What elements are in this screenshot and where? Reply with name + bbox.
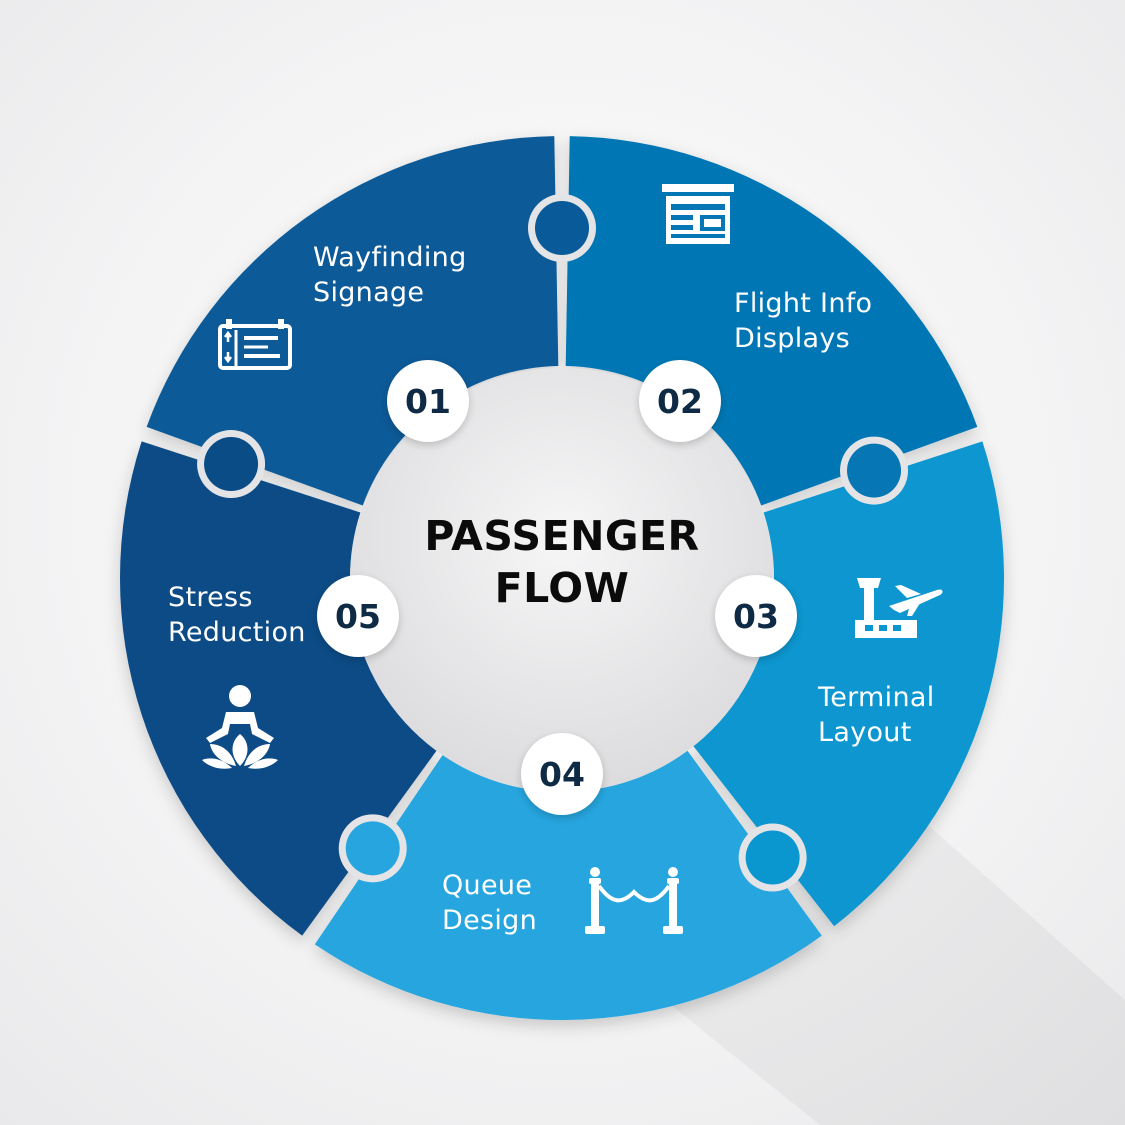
badge-02: 02 xyxy=(639,360,721,442)
label-line: Design xyxy=(442,905,538,936)
ring-long-shadow xyxy=(640,800,1125,1125)
label-terminal-layout: Terminal Layout xyxy=(818,680,935,750)
label-queue-design: Queue Design xyxy=(442,868,537,938)
puzzle-tab-knob xyxy=(745,830,800,885)
label-line: Flight Info xyxy=(734,288,873,319)
ring-segment-03 xyxy=(692,441,1005,927)
center-hub xyxy=(350,368,774,792)
label-line: Reduction xyxy=(168,617,306,648)
label-wayfinding-signage: Wayfinding Signage xyxy=(313,240,467,310)
label-line: Stress xyxy=(168,582,253,613)
queue-barrier-icon xyxy=(585,867,683,934)
label-line: Layout xyxy=(818,717,912,748)
ring-segment-01 xyxy=(146,136,559,506)
label-flight-info-displays: Flight Info Displays xyxy=(734,286,872,356)
center-title-line2: FLOW xyxy=(494,564,630,612)
badge-01: 01 xyxy=(387,360,469,442)
label-line: Queue xyxy=(442,870,533,901)
ring-segment-05 xyxy=(119,441,438,936)
badge-05: 05 xyxy=(317,575,399,657)
label-line: Terminal xyxy=(818,682,935,713)
label-stress-reduction: Stress Reduction xyxy=(168,580,306,650)
ring-segment-04 xyxy=(314,749,822,1021)
label-line: Displays xyxy=(734,323,850,354)
center-title: PASSENGER FLOW xyxy=(412,510,712,614)
puzzle-tab-knob xyxy=(535,201,589,255)
puzzle-tab-knob xyxy=(847,443,902,498)
puzzle-tab-knob xyxy=(204,437,259,492)
label-line: Signage xyxy=(313,277,425,308)
meditation-icon xyxy=(202,685,278,769)
center-title-line1: PASSENGER xyxy=(424,512,700,560)
flight-board-icon xyxy=(662,184,734,244)
badge-04: 04 xyxy=(521,733,603,815)
airport-tower-icon xyxy=(855,578,943,638)
puzzle-tab-knob xyxy=(345,821,400,876)
direction-sign-icon xyxy=(218,319,292,370)
label-line: Wayfinding xyxy=(313,242,467,273)
badge-03: 03 xyxy=(715,575,797,657)
